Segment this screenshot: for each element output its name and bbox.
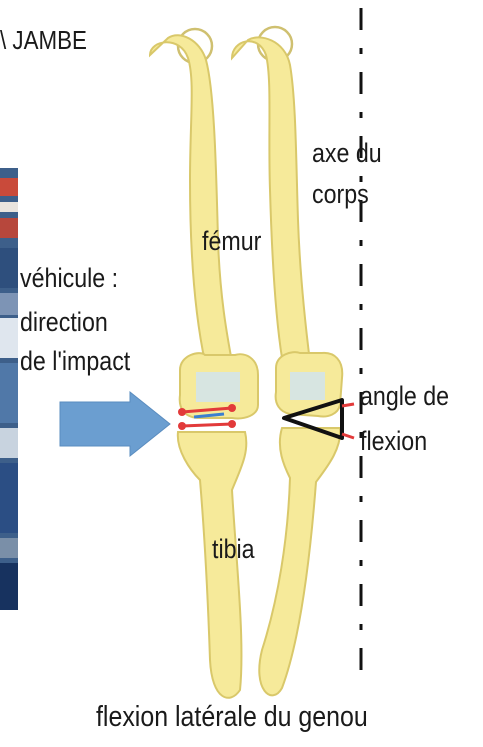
right-femur — [232, 37, 310, 362]
vehicle-label-line3: de l'impact — [20, 345, 130, 378]
right-tibia — [259, 428, 340, 695]
angle-label-line2: flexion — [360, 425, 427, 458]
body-axis-label-line1: axe du — [312, 137, 382, 170]
vehicle-label-line2: direction — [20, 306, 108, 339]
diagram-caption: flexion latérale du genou — [96, 701, 368, 734]
angle-label-line1: angle de — [360, 380, 449, 413]
tibia-label: tibia — [212, 533, 255, 566]
arrow-right-icon — [60, 392, 170, 456]
left-femur — [150, 35, 232, 362]
femur-label: fémur — [202, 225, 261, 258]
header-fragment: \ JAMBE — [0, 24, 87, 57]
body-axis-label-line2: corps — [312, 178, 369, 211]
vehicle-label-line1: véhicule : — [20, 262, 118, 295]
left-leg — [150, 29, 258, 698]
